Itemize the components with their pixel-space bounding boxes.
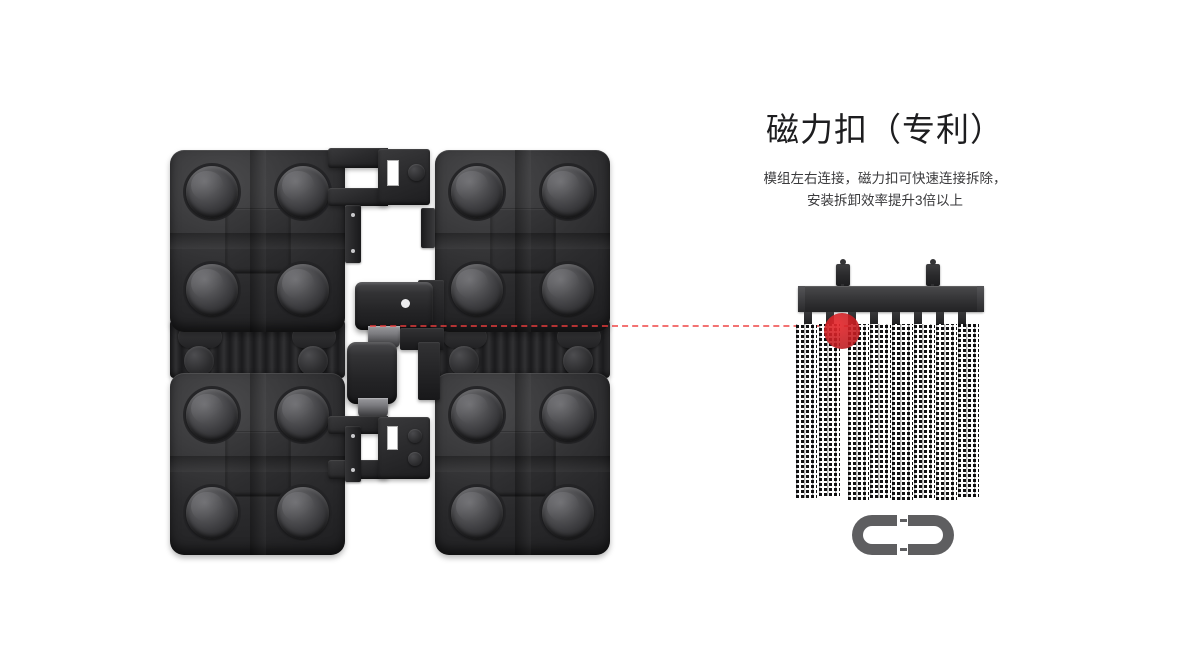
latch-bracket-lower (378, 417, 430, 479)
latch-arm-lower (328, 416, 388, 434)
led-mesh-strip (848, 324, 869, 500)
lens-cup (277, 389, 329, 441)
hanging-clamp-2 (926, 259, 940, 286)
lens-cup (542, 166, 594, 218)
latch-release-button-lower-1[interactable] (408, 429, 422, 443)
lens-cup (277, 487, 329, 539)
page-title: 磁力扣（专利） (766, 111, 1004, 148)
rail-end-cap-left (798, 286, 805, 312)
lens-cup (451, 389, 503, 441)
lens-cup (186, 264, 238, 316)
logo-c-left-icon (852, 515, 894, 555)
led-mesh-strip (936, 324, 957, 500)
lens-cup (451, 487, 503, 539)
module-rib-horizontal (435, 456, 610, 472)
lens-cup (186, 487, 238, 539)
rail-mount-tab (936, 312, 944, 324)
logo-bar (883, 515, 897, 526)
latch-slot-lower (387, 426, 398, 450)
rail-mount-tab (958, 312, 966, 324)
magnetic-pin-lower (358, 398, 388, 418)
hinge-knob (184, 346, 214, 376)
lens-cup (542, 264, 594, 316)
logo-bar (883, 544, 897, 555)
module-rib-horizontal (170, 233, 345, 249)
connector-shoulder-lower (418, 342, 440, 400)
module-rib-vertical (514, 373, 531, 555)
lens-cup (186, 166, 238, 218)
rail-mount-tab (804, 312, 812, 324)
dashed-pointer-line (370, 325, 860, 327)
logo-bar (908, 515, 923, 526)
latch-slot-upper (387, 160, 399, 186)
lens-cup (542, 389, 594, 441)
buckle-indicator-dot (401, 299, 410, 308)
led-mesh-strip (819, 324, 840, 496)
feature-description-line-2: 安装拆卸效率提升3倍以上 (806, 193, 963, 208)
lens-cup (186, 389, 238, 441)
lens-cup (451, 166, 503, 218)
rail-end-cap-right (977, 286, 984, 312)
led-mesh-strip (914, 324, 935, 498)
lens-cup (451, 264, 503, 316)
led-mesh-strip (892, 324, 913, 500)
tongue-pin (351, 468, 355, 472)
rail-mount-tab (870, 312, 878, 324)
module-tongue-top-right (421, 208, 435, 248)
tongue-pin (351, 213, 355, 217)
tongue-pin (351, 249, 355, 253)
logo-dash (900, 519, 907, 522)
led-mesh-strip (796, 324, 817, 498)
lens-cup (277, 166, 329, 218)
magnetic-buckle-upper (355, 282, 433, 330)
module-rib-vertical (249, 373, 266, 555)
feature-text-block: 磁力扣（专利） 模组左右连接，磁力扣可快速连接拆除， 安装拆卸效率提升3倍以上 (700, 108, 1070, 212)
led-mesh-display (786, 258, 996, 506)
hinge-knob (298, 346, 328, 376)
red-highlight-circle (824, 313, 860, 349)
module-rib-horizontal (435, 233, 610, 249)
logo-c-right-icon (912, 515, 954, 555)
magnetic-buckle-lower (347, 342, 397, 404)
latch-release-button-lower-2[interactable] (408, 452, 422, 466)
hanging-clamp-1 (836, 259, 850, 286)
latch-release-button-upper[interactable] (408, 164, 425, 181)
module-tongue-bottom-left (345, 426, 361, 482)
module-rib-vertical (249, 150, 266, 332)
led-module-bottom-right (435, 373, 610, 555)
led-mesh-strip (958, 324, 979, 497)
led-mesh-strip (870, 324, 891, 498)
latch-arm-upper-lower (328, 188, 388, 206)
led-module-top-left (170, 150, 345, 332)
feature-description: 模组左右连接，磁力扣可快速连接拆除， 安装拆卸效率提升3倍以上 (700, 168, 1070, 212)
logo-bar (908, 544, 923, 555)
module-rib-horizontal (170, 456, 345, 472)
product-assembly-image (150, 130, 640, 580)
rail-mount-tab (914, 312, 922, 324)
logo-dash (900, 548, 907, 551)
tongue-pin (351, 434, 355, 438)
display-top-rail (798, 286, 984, 312)
module-tongue-top-left (345, 205, 361, 263)
led-module-top-right (435, 150, 610, 332)
hinge-knob (563, 346, 593, 376)
module-rib-vertical (514, 150, 531, 332)
lens-cup (277, 264, 329, 316)
latch-arm-upper (328, 148, 388, 168)
magnet-link-logo (852, 512, 954, 558)
feature-description-line-1: 模组左右连接，磁力扣可快速连接拆除， (763, 171, 1007, 186)
led-module-bottom-left (170, 373, 345, 555)
lens-cup (542, 487, 594, 539)
hinge-knob (449, 346, 479, 376)
rail-mount-tab (892, 312, 900, 324)
